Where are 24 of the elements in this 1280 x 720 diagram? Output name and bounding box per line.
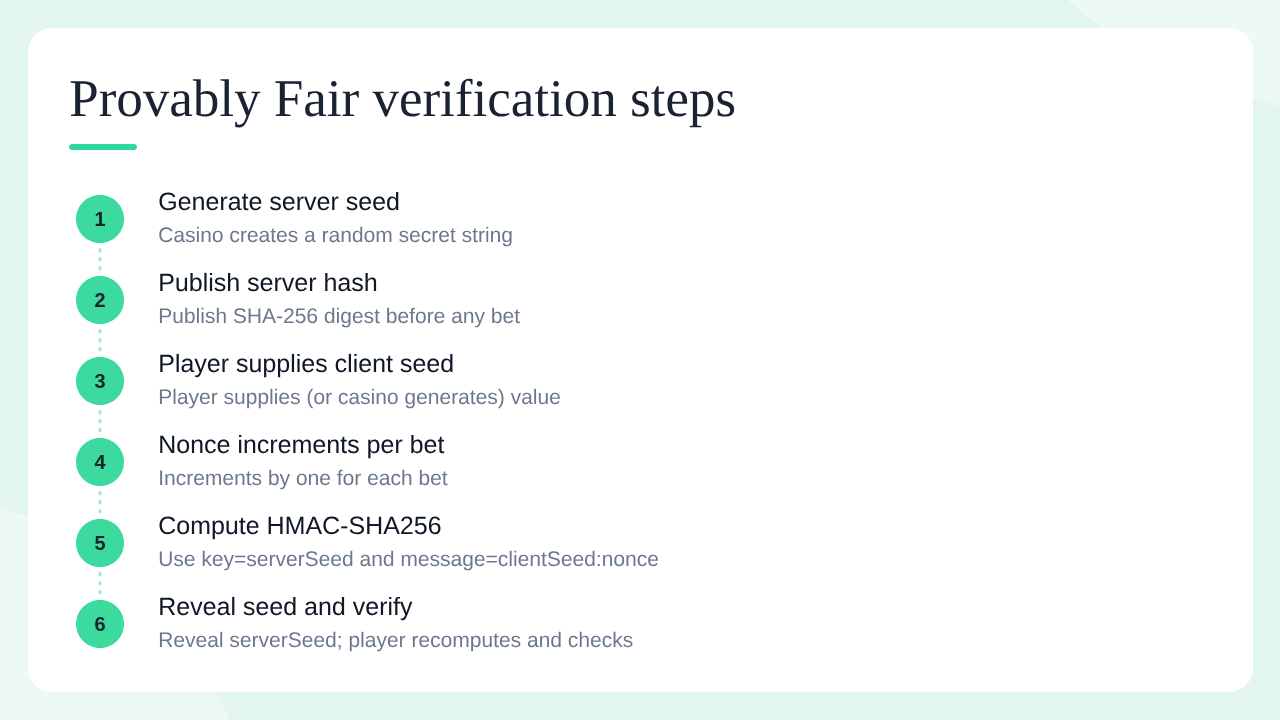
connector-line — [98, 329, 102, 352]
step-description: Increments by one for each bet — [160, 469, 448, 490]
step-heading: Nonce increments per bet — [160, 434, 445, 459]
connector-line — [98, 248, 102, 271]
step-description: Use key=serverSeed and message=clientSeed:nonce — [159, 550, 658, 571]
step-description: Reveal serverSeed; player recomputes and checks — [159, 631, 633, 652]
step-number: 1 — [95, 212, 105, 226]
title: Provably Fair verification steps — [70, 78, 735, 128]
connector-line — [98, 572, 102, 595]
step-description: Player supplies (or casino generates) value — [159, 388, 560, 409]
step-heading: Generate server seed — [159, 191, 399, 211]
step-number: 2 — [95, 293, 105, 307]
step-heading: Publish server hash — [160, 272, 377, 292]
connector-line — [98, 491, 102, 514]
step-description: Publish SHA-256 digest before any bet — [159, 307, 520, 328]
step-number: 4 — [94, 455, 106, 469]
step-heading: Player supplies client seed — [160, 353, 453, 378]
step-heading: Compute HMAC-SHA256 — [159, 516, 441, 540]
step-description: Casino creates a random secret string — [159, 226, 512, 247]
step-number: 6 — [95, 616, 105, 632]
step-heading: Reveal seed and verify — [160, 596, 413, 621]
connector-line — [98, 410, 102, 433]
step-number: 5 — [95, 536, 105, 550]
step-number: 3 — [94, 373, 105, 389]
